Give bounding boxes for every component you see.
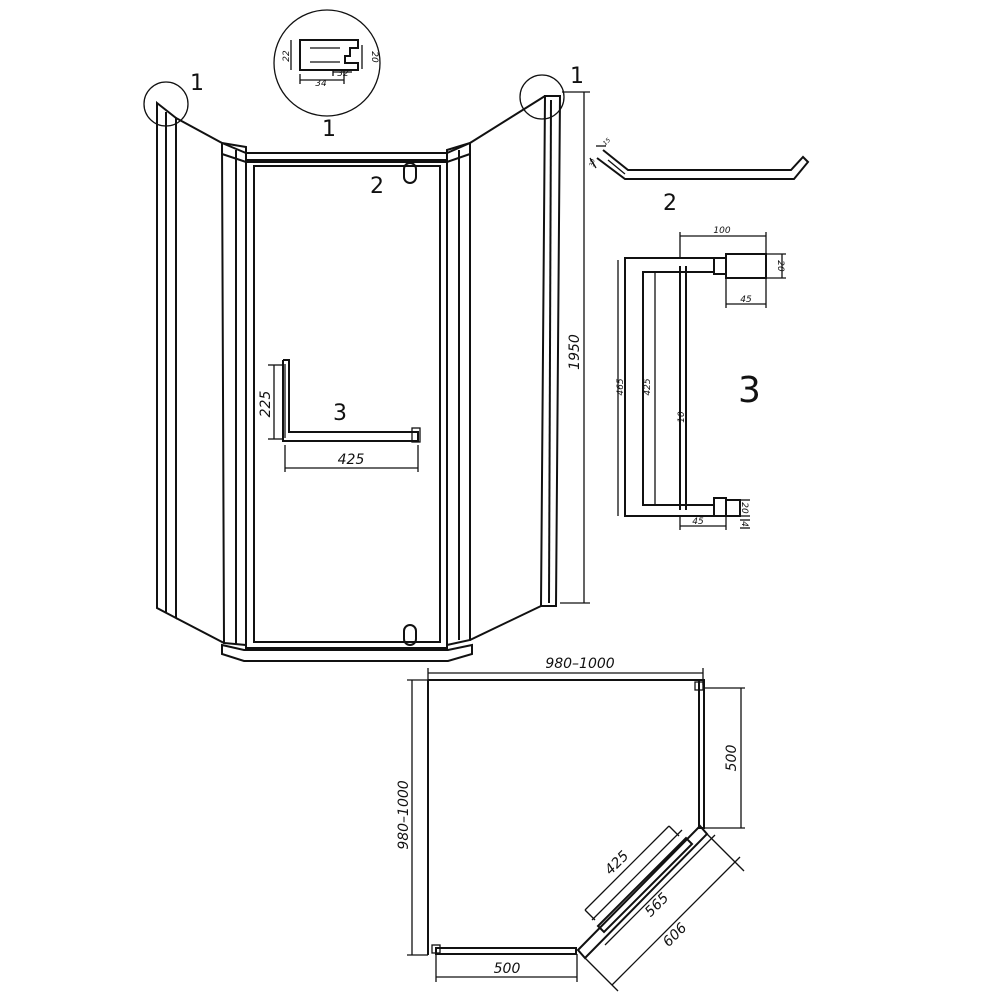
callout-2-front: 2: [370, 174, 384, 199]
door-panel: [245, 159, 448, 649]
handle-dim-bot-45: 45: [692, 517, 704, 527]
plan-door-606-label: 606: [660, 920, 690, 950]
plan-view: 980–1000 980–1000 500 500 425 565: [396, 656, 745, 992]
door-handle: [282, 359, 421, 443]
callout-circle-right: [519, 74, 565, 120]
plan-door-425-label: 425: [602, 848, 632, 878]
hinge-dim-30: 30: [588, 158, 596, 167]
plan-bottom-500-label: 500: [494, 961, 521, 977]
profile-dim-32: 32: [337, 69, 349, 79]
handle-height-label: 225: [258, 391, 274, 418]
profile-detail: 22 20 34 32 1: [273, 9, 381, 142]
profile-dim-20: 20: [369, 51, 379, 63]
left-side-panel: [156, 100, 247, 647]
bottom-profile: [221, 643, 473, 662]
callout-circle-left: [143, 81, 189, 127]
handle-height-dimension: 225: [258, 364, 283, 440]
plan-width-label: 980–1000: [545, 656, 614, 672]
plan-side-500-label: 500: [724, 745, 740, 772]
handle-width-dimension: 425: [284, 445, 419, 472]
handle-dim-top-20: 20: [775, 260, 785, 272]
handle-width-label: 425: [338, 452, 365, 468]
handle-detail: 100 20 45 20 4 45 465 425 10 3: [616, 226, 786, 530]
callout-3-side: 3: [738, 370, 761, 411]
handle-dim-top-45: 45: [740, 295, 752, 305]
callout-1-left: 1: [190, 71, 204, 96]
handle-dim-bot-4: 4: [739, 521, 749, 527]
hinge-dim-15: 15: [602, 137, 612, 147]
handle-dim-425: 425: [643, 378, 653, 395]
top-profile-detail: 30 15 2: [588, 137, 810, 216]
profile-dim-34: 34: [315, 79, 327, 89]
front-elevation-view: 225 425 1950 1 1 2 3: [143, 64, 590, 662]
top-profile: [221, 141, 471, 163]
callout-1-detail: 1: [322, 117, 336, 142]
handle-dim-100: 100: [713, 226, 730, 236]
callout-1-right: 1: [570, 64, 584, 89]
handle-dim-10: 10: [677, 411, 687, 423]
handle-dim-465: 465: [616, 378, 626, 395]
callout-2-side: 2: [663, 191, 677, 216]
right-side-panel: [446, 95, 562, 647]
callout-3-front: 3: [333, 401, 347, 426]
profile-dim-22: 22: [282, 50, 292, 62]
overall-height-dimension: 1950: [560, 91, 590, 604]
overall-height-label: 1950: [567, 334, 583, 370]
handle-dim-bot-20: 20: [739, 502, 749, 514]
plan-depth-label: 980–1000: [396, 780, 412, 849]
